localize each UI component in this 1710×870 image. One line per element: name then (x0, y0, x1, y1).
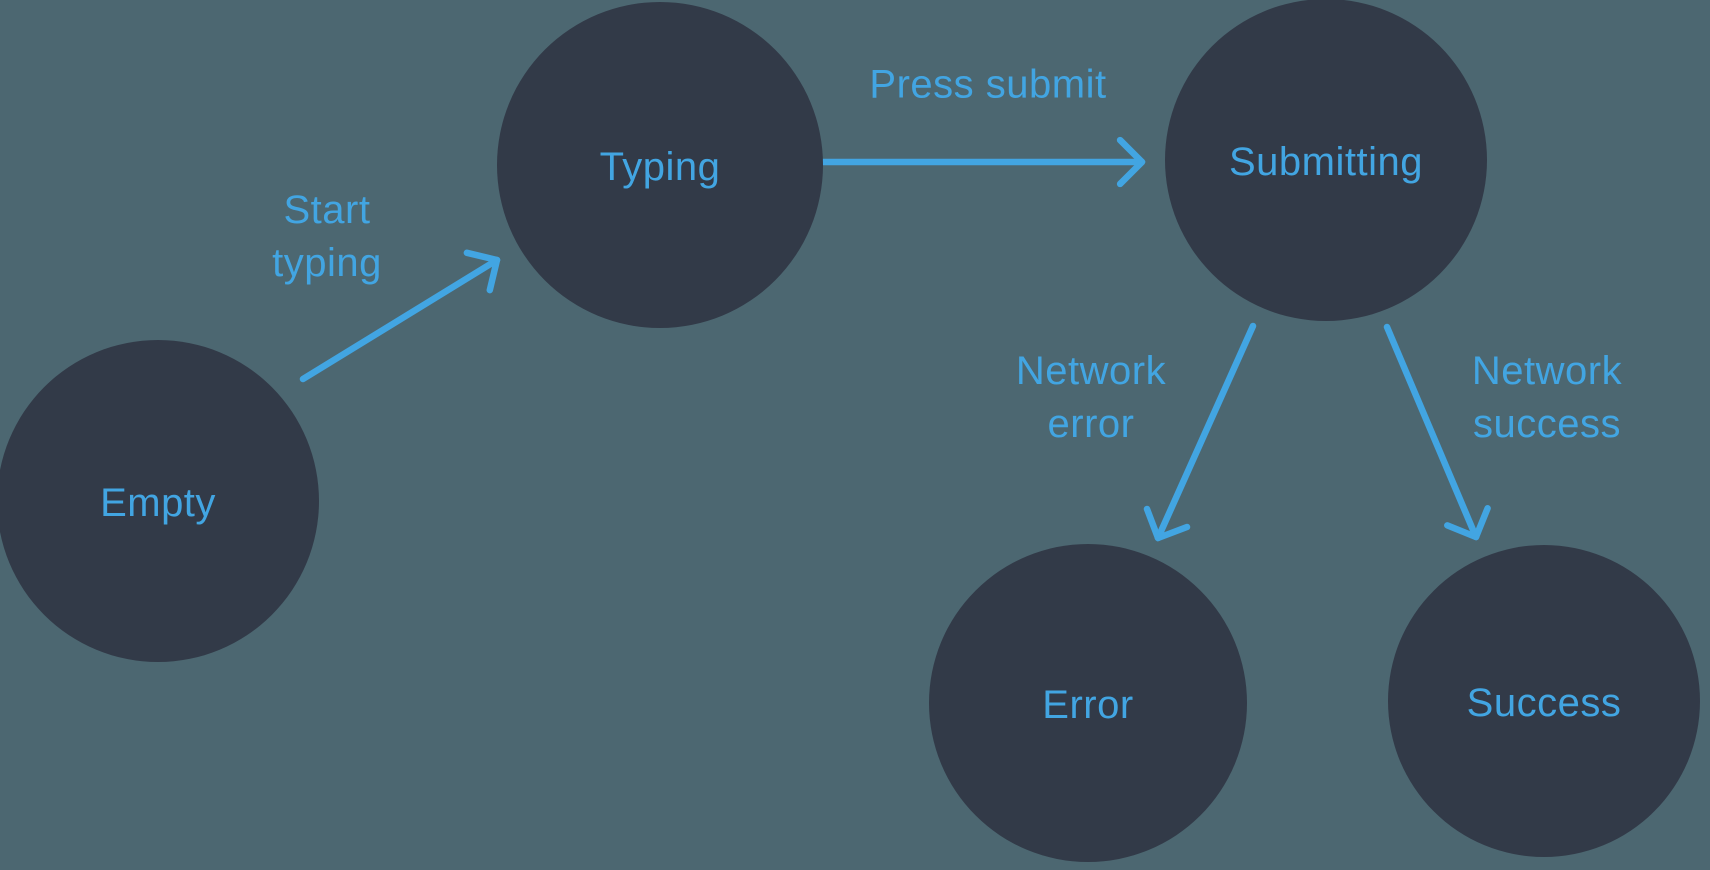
arrow-shaft-network-success (1383, 323, 1480, 541)
transition-label-line: error (1047, 402, 1135, 446)
transition-label-network-error: Network error (1016, 345, 1166, 451)
state-node-submitting: Submitting (1165, 0, 1487, 321)
transition-label-press-submit: Press submit (869, 59, 1106, 112)
arrowhead-icon-network-success (1444, 505, 1491, 541)
transition-label-line: Press submit (869, 62, 1107, 107)
transition-label-line: success (1472, 402, 1621, 446)
arrowhead-icon-network-error (1143, 505, 1191, 542)
transition-arrow-network-success (1383, 323, 1491, 541)
state-node-label-error: Error (1042, 682, 1134, 727)
transition-arrow-start-typing (299, 249, 501, 383)
arrow-shaft-network-error (1154, 322, 1257, 542)
state-node-label-success: Success (1466, 680, 1622, 725)
arrow-shaft-start-typing (299, 256, 501, 383)
arrowhead-icon-start-typing (463, 249, 501, 294)
transition-label-network-success: Network success (1472, 345, 1622, 451)
state-node-label-submitting: Submitting (1229, 139, 1423, 184)
arrowhead-icon-press-submit (1116, 136, 1146, 188)
transition-label-line: Network (1471, 349, 1623, 393)
state-node-empty: Empty (0, 340, 319, 662)
state-node-typing: Typing (497, 2, 823, 328)
transition-label-line: Start (283, 188, 371, 232)
transition-arrow-press-submit (819, 136, 1146, 188)
state-node-label-empty: Empty (100, 480, 216, 525)
transition-label-line: Network (1015, 349, 1167, 393)
transition-label-start-typing: Start typing (272, 184, 382, 290)
state-node-success: Success (1388, 545, 1700, 857)
state-node-error: Error (929, 544, 1247, 862)
transition-label-line: typing (272, 241, 382, 285)
state-node-label-typing: Typing (599, 144, 721, 189)
transition-arrow-network-error (1143, 322, 1257, 542)
